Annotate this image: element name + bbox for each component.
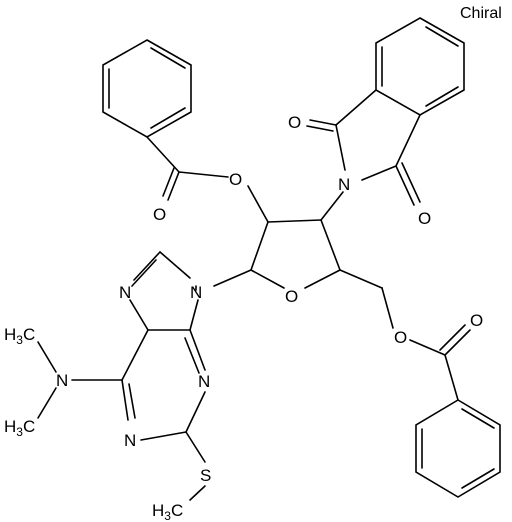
bond: [185, 391, 206, 433]
atom-n-purine-1: N: [198, 372, 210, 391]
bond: [159, 251, 191, 279]
atom-o-ester1-carbonyl: O: [153, 205, 166, 224]
bond: [335, 124, 346, 171]
bond: [267, 219, 322, 223]
bond: [335, 89, 377, 126]
atom-o-ring: O: [285, 287, 298, 306]
atom-o-ester2-link: O: [394, 328, 407, 347]
atom-n-purine-3: N: [124, 431, 136, 450]
atom-h3c-top: H3C: [4, 325, 35, 347]
bond: [250, 269, 285, 289]
bond: [361, 165, 397, 181]
bond: [395, 165, 415, 206]
bond: [444, 329, 471, 356]
bond: [444, 354, 459, 401]
bond: [401, 162, 421, 203]
benzene-ring-1: [102, 39, 192, 138]
atom-h3c-sulfur: H3C: [152, 501, 183, 522]
bonds: [37, 17, 501, 501]
atom-labels: O O N O O N N O O O N N N S H3C H3C H3C: [4, 113, 483, 522]
bond: [320, 191, 344, 221]
bond: [185, 431, 206, 463]
bond: [247, 185, 269, 223]
bond: [304, 269, 341, 289]
atom-n-purine-9: N: [190, 283, 202, 302]
benzene-ring-3: [415, 399, 501, 498]
bond: [409, 339, 446, 356]
chiral-label: Chiral: [460, 5, 502, 22]
bond: [189, 485, 206, 501]
bond: [395, 114, 421, 167]
h3c-bottom-c: C: [23, 417, 35, 436]
bond: [133, 251, 161, 281]
h3c-sulfur-sub: 3: [164, 509, 171, 522]
bond: [121, 379, 129, 421]
atom-o-phth-top: O: [288, 113, 301, 132]
atom-o-ester1-link: O: [229, 170, 242, 189]
bond: [184, 337, 200, 374]
bond: [306, 125, 334, 132]
bond: [167, 171, 180, 201]
bond: [381, 287, 394, 329]
atom-n-phthalimide: N: [338, 175, 350, 194]
bond: [309, 119, 337, 126]
atom-h3c-bottom: H3C: [4, 417, 35, 439]
bond: [461, 408, 495, 429]
bond: [189, 299, 199, 331]
bond: [131, 259, 157, 287]
h3c-top-h: H: [4, 325, 16, 344]
atom-o-phth-bottom: O: [418, 209, 431, 228]
atom-s-thio: S: [200, 466, 211, 485]
bond: [250, 221, 269, 271]
bond: [121, 329, 149, 381]
bond: [128, 383, 136, 419]
h3c-top-sub: 3: [16, 333, 23, 347]
bond: [189, 329, 206, 371]
bond: [425, 86, 459, 107]
bond: [37, 387, 57, 419]
h3c-sulfur-h: H: [152, 501, 164, 520]
bond: [439, 324, 466, 351]
atom-n-purine-7: N: [119, 283, 131, 302]
bond: [461, 468, 495, 489]
bond: [320, 219, 341, 271]
atom-n-dimethylamino: N: [56, 371, 68, 390]
bond: [129, 299, 149, 331]
bond: [178, 171, 229, 178]
bond: [213, 269, 252, 287]
bond: [150, 107, 186, 129]
h3c-bottom-sub: 3: [16, 425, 23, 439]
bond: [425, 26, 459, 47]
h3c-top-c: C: [23, 325, 35, 344]
bond: [150, 47, 186, 69]
bond: [146, 136, 180, 173]
bond: [37, 341, 57, 373]
bond: [162, 167, 175, 197]
bond: [140, 431, 187, 441]
h3c-sulfur-c: C: [171, 501, 183, 520]
benzene-ring-2: [375, 17, 465, 116]
atom-o-ester2-carbonyl: O: [470, 311, 483, 330]
bond: [339, 269, 383, 289]
h3c-bottom-h: H: [4, 417, 16, 436]
